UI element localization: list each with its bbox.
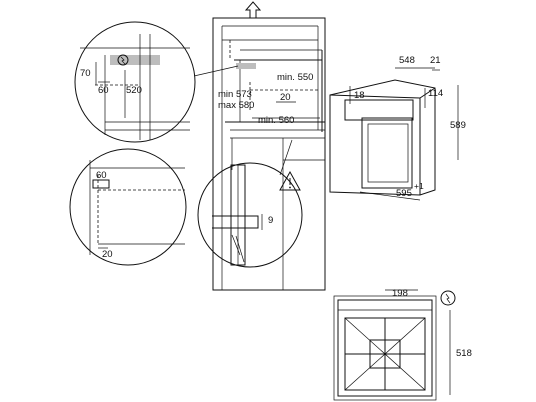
label-70: 70 bbox=[80, 68, 91, 79]
label-9: 9 bbox=[268, 215, 273, 226]
label-589: 589 bbox=[450, 120, 466, 131]
label-548: 548 bbox=[399, 55, 415, 66]
label-min-550: min. 550 bbox=[277, 72, 313, 83]
detail-circle-middle: 60 20 bbox=[69, 148, 187, 266]
label-min-560: min. 560 bbox=[258, 115, 294, 126]
detail-circle-top: 70 60 520 bbox=[74, 21, 239, 143]
label-60-middle: 60 bbox=[96, 170, 107, 181]
detail-circle-lower: 9 bbox=[197, 139, 303, 268]
label-min-573: min 573 bbox=[218, 89, 252, 100]
power-plug-icon bbox=[117, 54, 129, 66]
label-60-top: 60 bbox=[98, 85, 109, 96]
label-518: 518 bbox=[456, 348, 472, 359]
label-20-cabinet: 20 bbox=[280, 92, 291, 103]
arrow-up-icon bbox=[244, 1, 262, 19]
label-114: 114 bbox=[428, 88, 443, 99]
warning-triangle-icon bbox=[279, 170, 301, 191]
oven-isometric: 548 21 18 114 589 595 +1 bbox=[329, 55, 466, 201]
label-198: 198 bbox=[392, 288, 408, 299]
oven-plan-view: 198 518 bbox=[333, 288, 472, 401]
label-max-580: max 580 bbox=[218, 100, 254, 111]
power-plug-icon-bottom bbox=[440, 290, 456, 306]
label-18: 18 bbox=[354, 90, 365, 101]
cabinet-drawing: min. 550 20 min. 560 min 573 max 580 bbox=[212, 1, 326, 291]
label-20-middle: 20 bbox=[102, 249, 113, 260]
label-595: 595 bbox=[396, 188, 412, 199]
label-595-tolerance: +1 bbox=[414, 181, 424, 191]
label-520: 520 bbox=[126, 85, 142, 96]
label-21: 21 bbox=[430, 55, 441, 66]
